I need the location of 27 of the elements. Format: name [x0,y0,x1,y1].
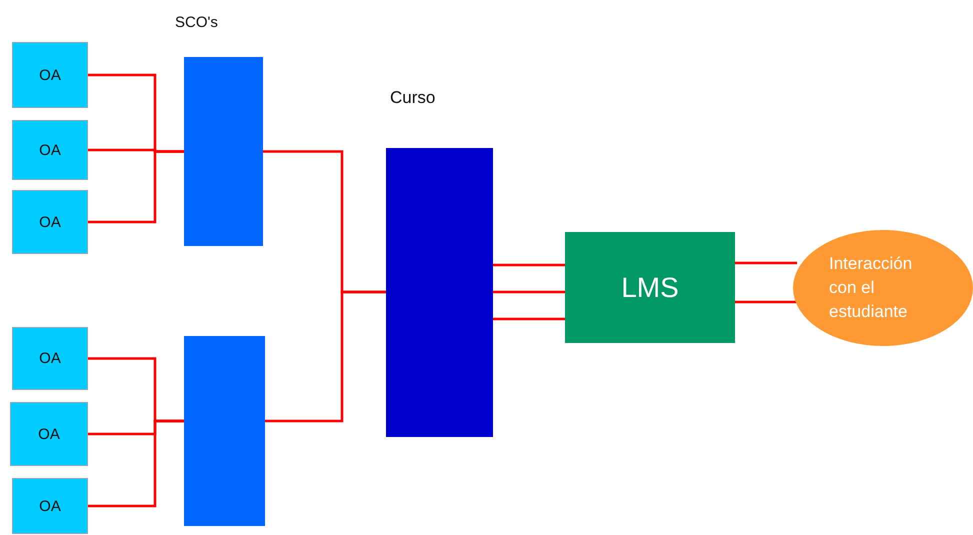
object-box [12,478,88,534]
object-box [12,42,88,108]
interaction-text: Interacción con el estudiante [829,253,914,323]
sco-box [184,336,265,526]
sco-box [184,57,263,246]
connector-line [88,420,184,508]
object-label: OA [39,214,61,230]
connector-line [735,262,797,264]
connector-line [493,290,565,294]
lms-label: LMS [621,272,679,304]
object-box [10,402,88,466]
connector-line [88,150,184,224]
lms-box [565,232,735,343]
group-heading: SCO's [175,14,218,31]
connector-line [735,300,799,304]
object-label: OA [39,498,61,514]
object-box [12,327,88,390]
object-label: OA [39,350,61,367]
object-label: OA [39,142,61,158]
object-label: OA [38,426,60,442]
object-label: OA [39,66,61,84]
object-box [12,120,88,180]
connector-line [265,290,386,422]
connector-line [493,318,565,320]
object-box [12,190,88,254]
course-heading: Curso [390,88,436,108]
connector-line [493,264,565,266]
